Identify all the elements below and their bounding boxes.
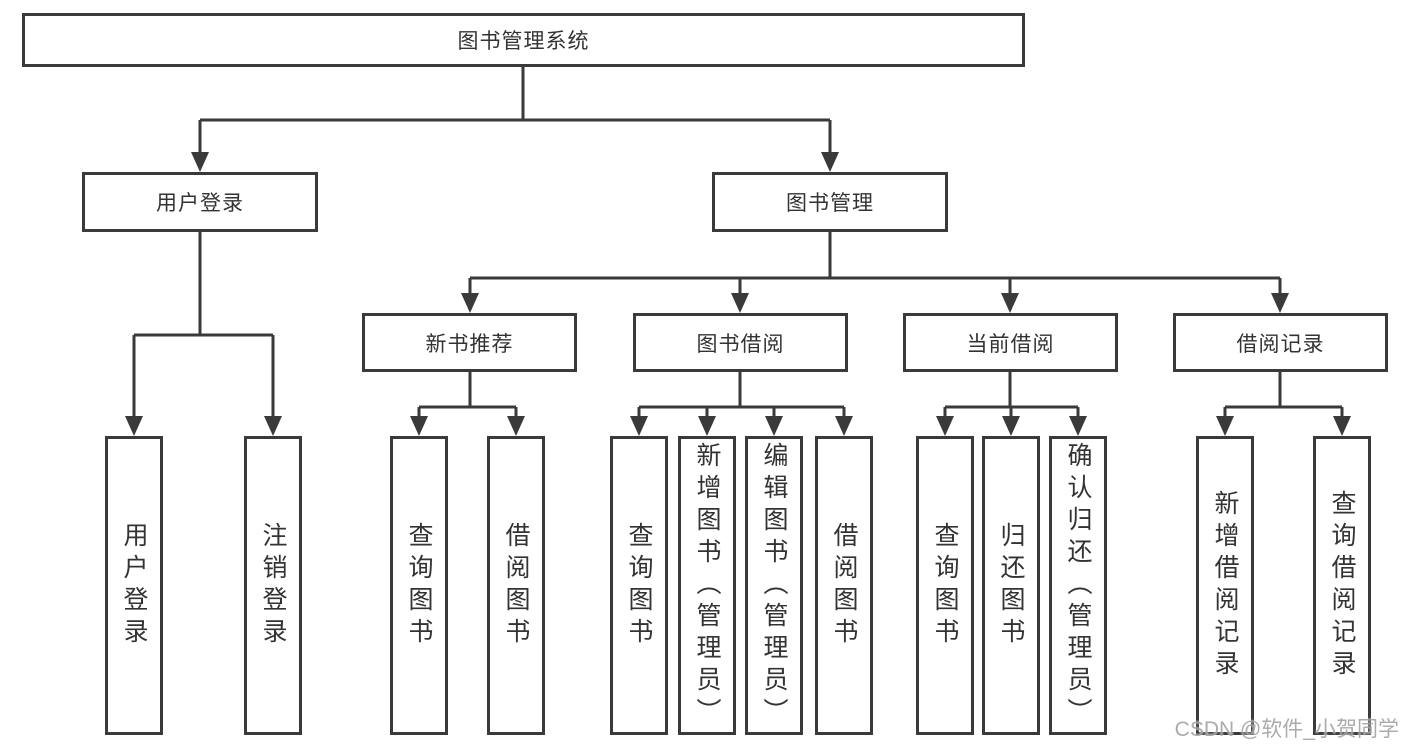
leaf-logout: 注销登录 [244, 436, 302, 735]
node-book-borrowing: 图书借阅 [633, 313, 848, 372]
node-current-borrowing: 当前借阅 [903, 313, 1118, 372]
leaf-edit-books-admin: 编辑图书（管理员） [745, 436, 803, 735]
leaf-add-books-admin: 新增图书（管理员） [678, 436, 736, 735]
leaf-return-books: 归还图书 [982, 436, 1040, 735]
leaf-query-books-current: 查询图书 [916, 436, 974, 735]
leaf-query-borrow-record: 查询借阅记录 [1313, 436, 1371, 735]
leaf-borrow-books-borrowing: 借阅图书 [815, 436, 873, 735]
node-new-book-recommendation: 新书推荐 [362, 313, 577, 372]
leaf-user-login: 用户登录 [105, 436, 163, 735]
leaf-borrow-books-recommend: 借阅图书 [487, 436, 545, 735]
node-borrowing-records: 借阅记录 [1173, 313, 1388, 372]
leaf-query-books-borrowing: 查询图书 [610, 436, 668, 735]
node-user-login: 用户登录 [82, 172, 318, 232]
csdn-watermark: CSDN @软件_小贺同学 [1174, 718, 1399, 741]
leaf-add-borrow-record: 新增借阅记录 [1196, 436, 1254, 735]
leaf-confirm-return-admin: 确认归还（管理员） [1049, 436, 1107, 735]
node-book-management: 图书管理 [712, 172, 948, 232]
node-library-system: 图书管理系统 [22, 13, 1025, 67]
leaf-query-books-recommend: 查询图书 [390, 436, 448, 735]
